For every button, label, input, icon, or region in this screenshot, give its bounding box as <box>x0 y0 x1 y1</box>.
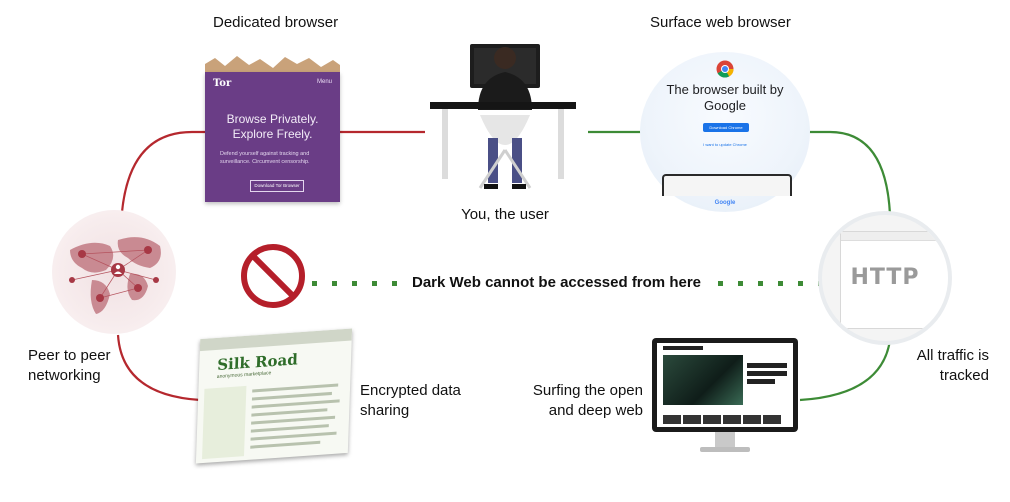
network-map <box>69 237 161 314</box>
surface-path-top <box>808 130 892 216</box>
peer-to-peer-label: Peer to peer networking <box>28 346 111 386</box>
chrome-footer-logo: Google <box>714 200 736 206</box>
tracked-line2: tracked <box>939 367 989 384</box>
tor-headline-line2: Explore Freely. <box>232 127 313 141</box>
surfing-line1: Surfing the open <box>532 382 643 399</box>
peer-to-peer-line2: networking <box>28 367 101 384</box>
chrome-title-line2: Google <box>704 98 746 113</box>
chrome-title-line1: The browser built by <box>666 82 784 97</box>
encrypted-sharing-label: Encrypted data sharing <box>360 381 461 421</box>
site-hero-image <box>663 355 743 405</box>
chrome-browser-thumbnail: The browser built by Google Download Chr… <box>640 52 810 212</box>
torn-paper-edge <box>205 56 340 76</box>
site-header-bar <box>663 346 703 350</box>
chrome-title: The browser built by Google <box>640 82 810 114</box>
tor-headline: Browse Privately. Explore Freely. <box>205 112 340 142</box>
surfing-line2: and deep web <box>548 402 643 419</box>
dotted-line-right <box>718 281 823 286</box>
surface-browser-label: Surface web browser <box>650 14 791 31</box>
silk-road-row <box>250 440 321 449</box>
dedicated-browser-label: Dedicated browser <box>213 14 339 31</box>
tracked-line1: All traffic is <box>916 347 989 364</box>
http-text: HTTP <box>850 265 920 290</box>
site-thumbnails <box>663 411 787 424</box>
monitor-base <box>700 447 750 452</box>
prohibited-icon <box>241 244 305 308</box>
tor-logo: Tor <box>213 78 232 89</box>
silk-road-row <box>251 391 332 401</box>
tor-browser-thumbnail: Tor Menu Browse Privately. Explore Freel… <box>205 72 340 202</box>
silk-road-row <box>250 424 329 433</box>
tor-body-text: Defend yourself against tracking and sur… <box>220 151 310 165</box>
monitor-icon <box>652 338 798 432</box>
encrypted-line1: Encrypted data <box>360 382 461 399</box>
silk-road-row <box>251 408 328 417</box>
laptop-screen <box>662 174 792 196</box>
site-headline <box>747 363 787 384</box>
silk-road-row <box>251 399 340 409</box>
http-thumbnail: HTTP <box>822 215 948 341</box>
tor-headline-line1: Browse Privately. <box>226 112 319 126</box>
chrome-update-link: I want to update Chrome <box>703 142 747 147</box>
encrypted-line2: sharing <box>360 402 410 419</box>
monitor-stand <box>715 432 735 448</box>
dark-path-bottom <box>116 334 201 402</box>
chrome-download-button: Download Chrome <box>703 123 749 132</box>
silk-road-thumbnail: Silk Road anonymous marketplace <box>195 328 353 464</box>
monitor-screen <box>657 343 793 427</box>
silk-road-row <box>252 383 339 393</box>
user-at-desk-icon <box>430 44 576 189</box>
dark-web-note: Dark Web cannot be accessed from here <box>412 274 701 291</box>
http-browser-frame <box>840 231 948 329</box>
peer-to-peer-line1: Peer to peer <box>28 347 111 364</box>
silk-road-row <box>251 415 336 425</box>
surfing-label: Surfing the open and deep web <box>515 381 643 421</box>
dark-path-top <box>120 130 208 213</box>
user-label: You, the user <box>461 206 549 223</box>
surface-path-bottom <box>799 339 892 402</box>
tor-menu: Menu <box>316 79 332 85</box>
tracked-label: All traffic is tracked <box>880 346 989 386</box>
tor-download-button: Download Tor Browser <box>250 180 304 192</box>
network-globe-icon <box>52 210 176 334</box>
silk-road-sidebar <box>202 385 247 460</box>
dotted-line-left <box>312 281 397 286</box>
chrome-icon <box>716 60 734 78</box>
silk-road-row <box>250 431 337 441</box>
